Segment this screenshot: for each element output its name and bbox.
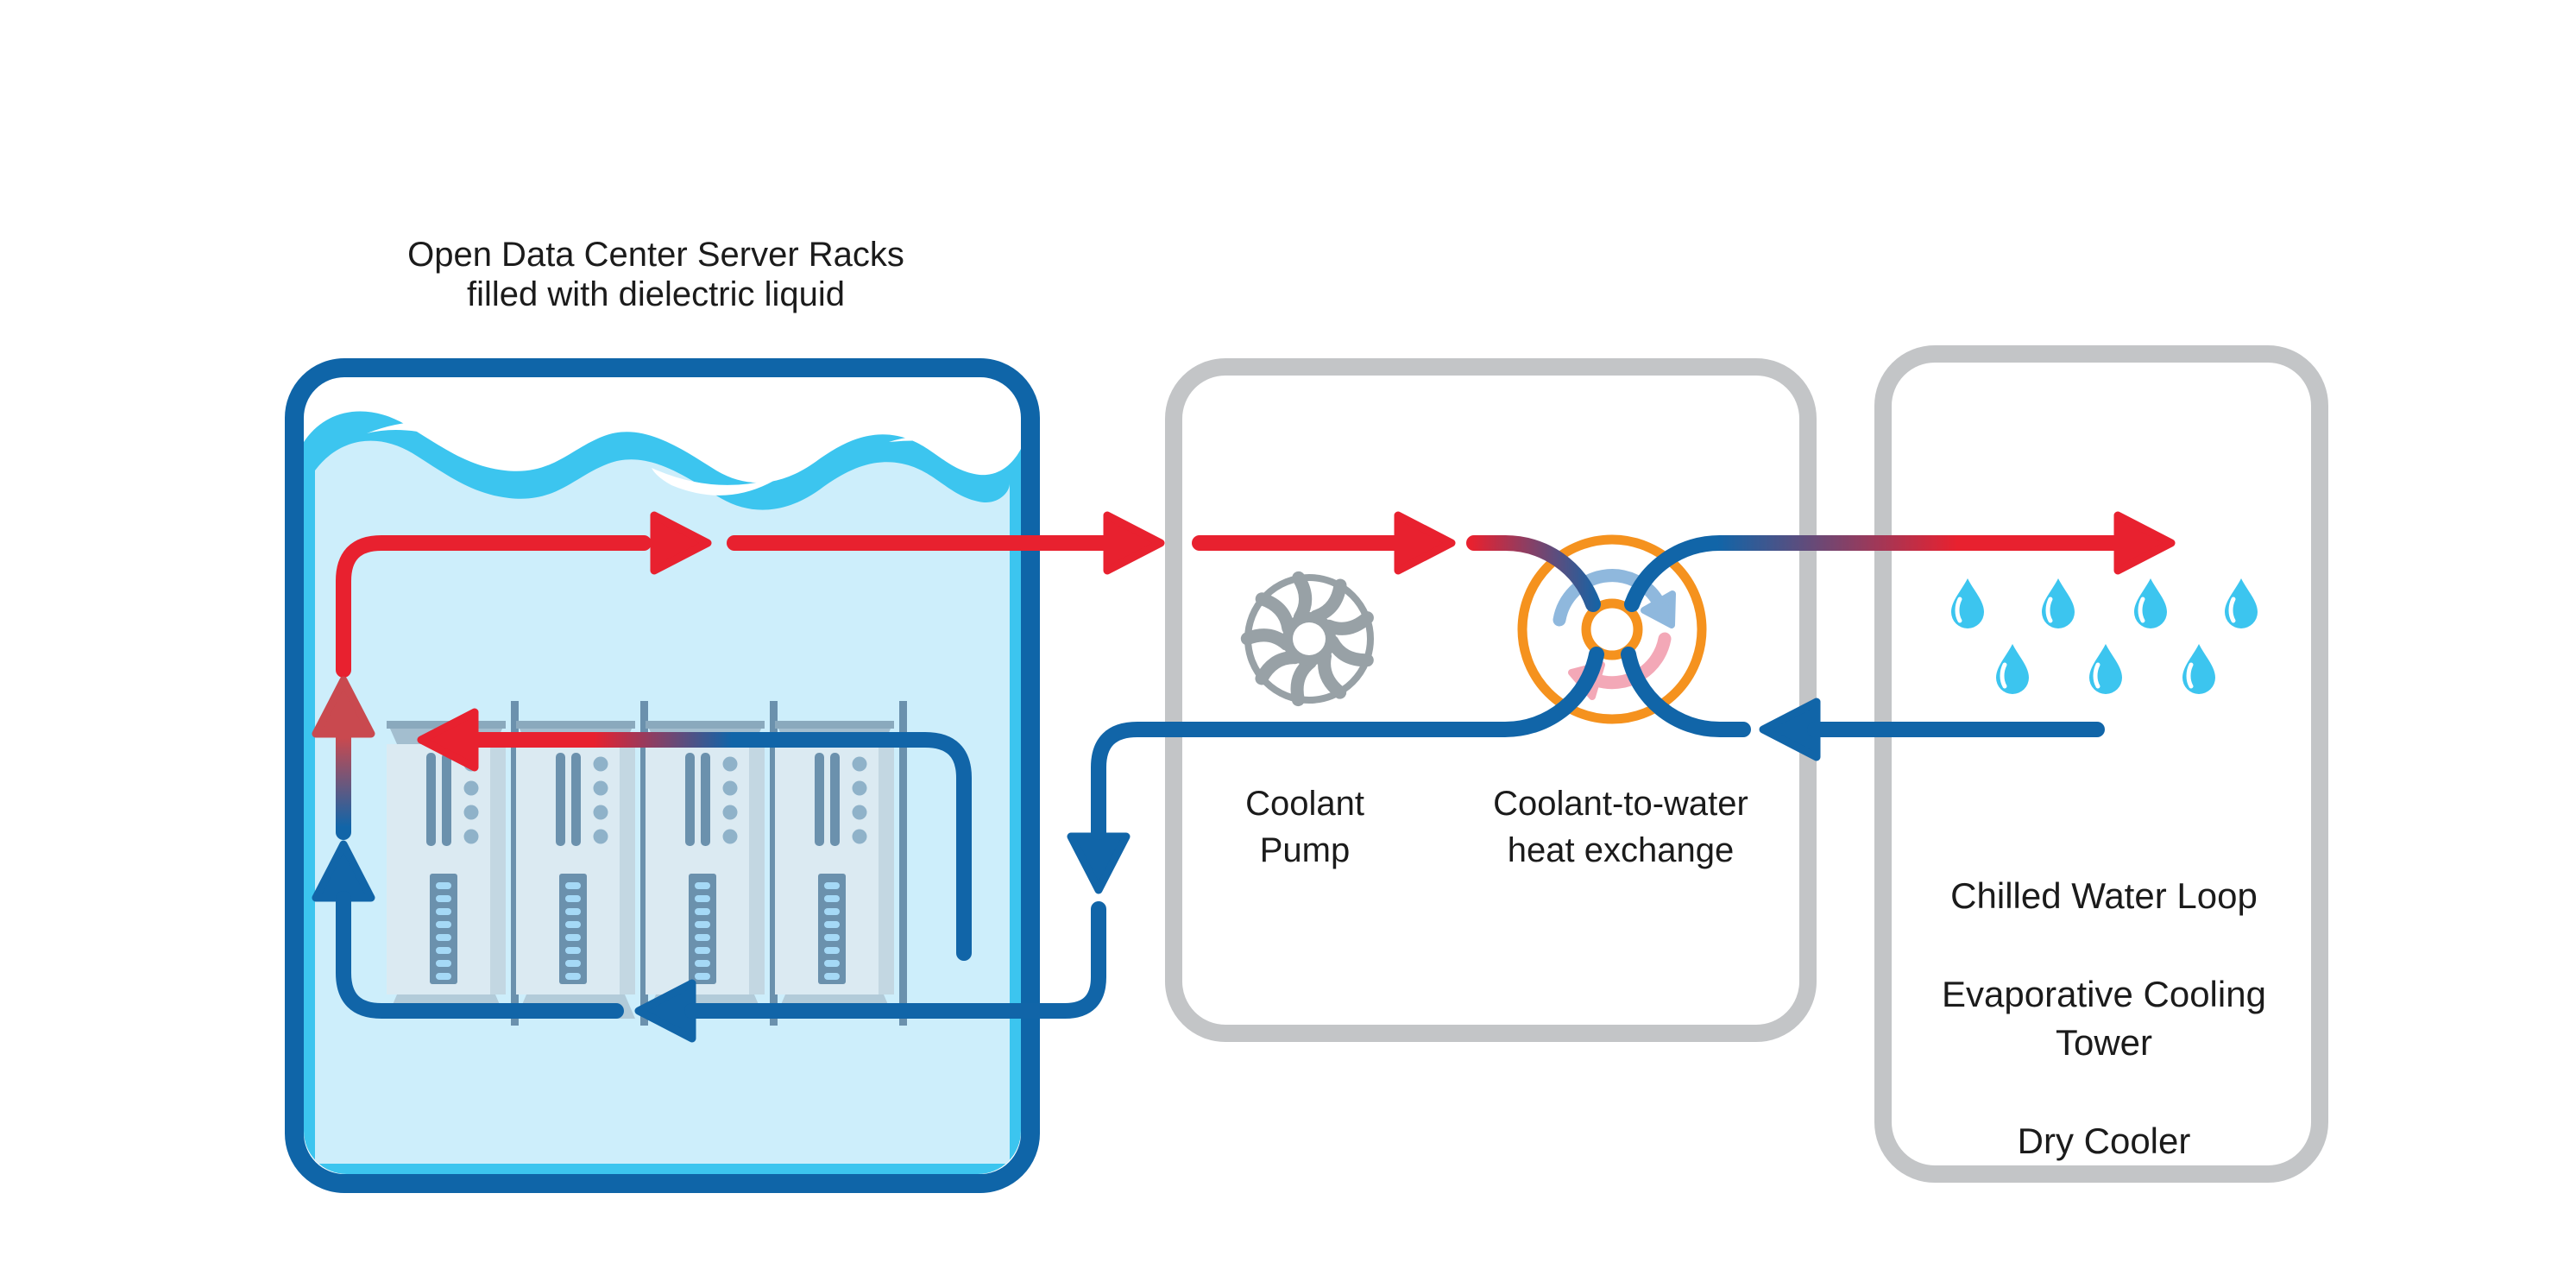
heat-exchange-label-line1: Coolant-to-water bbox=[1493, 785, 1748, 823]
exchanger-outer-ring bbox=[1517, 534, 1707, 724]
coolant-flow-pipes bbox=[312, 511, 2176, 1043]
rack-inlet-pipe bbox=[465, 732, 972, 961]
cycle-arrow-blue-head bbox=[1641, 590, 1676, 628]
cooling-tower-box: Chilled Water Loop Evaporative Cooling T… bbox=[1874, 345, 2328, 1183]
pump-label-line1: Coolant bbox=[1245, 785, 1364, 823]
cold-coolant-return-pipe bbox=[336, 891, 624, 1019]
server-rack-icon bbox=[775, 701, 907, 1026]
flow-arrow-right-icon bbox=[1394, 511, 1456, 575]
exchanger-inner-ring bbox=[1581, 598, 1643, 660]
tank-border bbox=[285, 358, 1040, 1193]
immersion-tank bbox=[285, 358, 1040, 1193]
chilled-water-label: Chilled Water Loop bbox=[1950, 875, 2258, 916]
impeller-fan-icon bbox=[1247, 578, 1374, 700]
dry-cooler-label: Dry Cooler bbox=[2018, 1121, 2191, 1161]
flow-arrow-right-icon bbox=[2113, 511, 2176, 575]
wave-highlight bbox=[367, 421, 488, 439]
exchanger-water-inlet-pipe bbox=[1621, 647, 1751, 737]
hot-water-to-tower-pipe bbox=[1624, 534, 2124, 612]
exchanger-inlet-pipe bbox=[1466, 534, 1601, 612]
tank-title-line2: filled with dielectric liquid bbox=[467, 275, 845, 313]
wave-highlight bbox=[652, 468, 781, 496]
flow-arrow-right-icon bbox=[1103, 511, 1165, 575]
heat-exchange-label-line2: heat exchange bbox=[1508, 831, 1734, 869]
cold-coolant-return-pipe bbox=[1091, 647, 1604, 840]
hot-coolant-pipe bbox=[336, 535, 652, 678]
evaporative-label-line2: Tower bbox=[2056, 1022, 2152, 1063]
cooling-box-border bbox=[1874, 345, 2328, 1183]
server-rack-icon bbox=[646, 701, 778, 1026]
flow-arrow-down-icon bbox=[1067, 832, 1131, 894]
tank-liquid bbox=[304, 411, 1021, 1174]
cold-coolant-return-pipe bbox=[684, 901, 1106, 1019]
pump-box-border bbox=[1165, 358, 1817, 1042]
tank-title-line1: Open Data Center Server Racks bbox=[407, 236, 904, 274]
pump-label-line2: Pump bbox=[1260, 831, 1351, 869]
evaporative-label-line1: Evaporative Cooling bbox=[1942, 974, 2266, 1014]
pump-and-heat-exchange-box: Coolant Pump Coolant-to-water heat excha… bbox=[1165, 358, 1817, 1042]
server-rack-icon bbox=[516, 701, 648, 1026]
flow-arrow-right-icon bbox=[650, 511, 712, 575]
wave-highlight bbox=[889, 436, 973, 446]
